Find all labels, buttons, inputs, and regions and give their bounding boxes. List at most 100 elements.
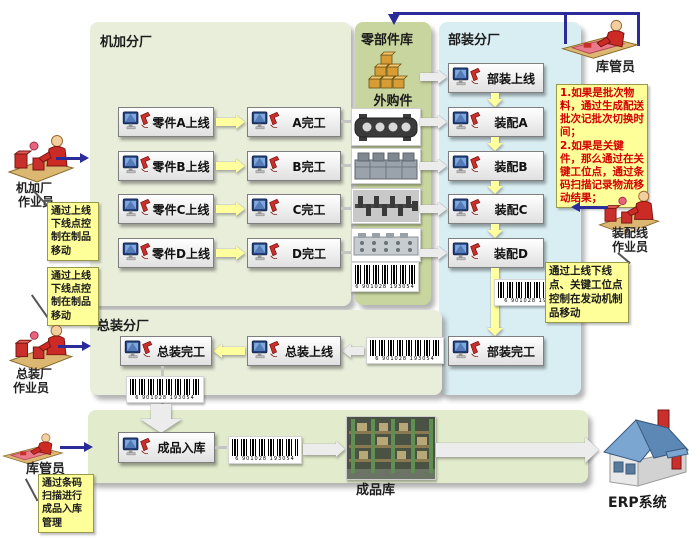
actor-label: 作业员 — [612, 240, 649, 254]
flow-arrow-down-icon — [487, 93, 503, 107]
purchased-parts-label: 外购件 — [373, 94, 413, 109]
flow-arrow-right-icon — [420, 202, 447, 216]
box-label: 零件D上线 — [152, 246, 210, 261]
barcode-stripes — [232, 439, 298, 456]
actor-label: 机加厂 — [16, 181, 53, 195]
box-final-online: 总装上线 — [247, 336, 341, 366]
actor-label: 作业员 — [13, 381, 50, 395]
actor-label: 总装厂 — [16, 367, 53, 381]
box-d-done: D完工 — [247, 238, 341, 268]
box-parts-b-online: 零件B上线 — [118, 151, 214, 181]
barcode-number: 6 901028 193054 — [135, 395, 195, 401]
connector — [341, 251, 352, 254]
box-label: D完工 — [292, 246, 326, 261]
actor-label: 库管员 — [596, 60, 636, 75]
actor-label: 装配线 — [612, 226, 649, 240]
terminal-scanner-icon — [251, 242, 281, 264]
flow-arrow-right-icon — [216, 246, 245, 260]
note-assembly: 通过上线下线点、关键工位点控制在发动机制品移动 — [545, 262, 629, 324]
box-label: 装配B — [494, 159, 528, 174]
barcode-number: 6 901028 193054 — [235, 456, 295, 462]
panel-title-parts-store: 零部件库 — [361, 33, 414, 48]
product-gasket-image — [351, 108, 421, 146]
box-parts-c-online: 零件C上线 — [118, 194, 214, 224]
box-subassembly-done: 部装完工 — [448, 336, 544, 366]
product-engine-block-image — [351, 148, 421, 184]
terminal-scanner-icon — [251, 198, 281, 220]
terminal-scanner-icon — [251, 340, 281, 362]
connector — [341, 164, 352, 167]
box-a-done: A完工 — [247, 107, 341, 137]
barcode-number: 6 901028 193054 — [375, 356, 435, 362]
purchased-parts-boxes-icon — [366, 48, 410, 90]
box-label: 总装完工 — [156, 344, 205, 359]
finished-store-photo — [346, 416, 436, 480]
box-assemble-a: 装配A — [448, 107, 544, 137]
box-c-done: C完工 — [247, 194, 341, 224]
barcode-finished: 6 901028 193054 — [228, 436, 302, 464]
connector — [341, 120, 352, 123]
box-label: 装配D — [494, 246, 528, 261]
assembly-operator-icon — [596, 188, 662, 236]
flow-arrow-down-icon — [487, 137, 503, 151]
connector — [341, 207, 352, 210]
box-parts-d-online: 零件D上线 — [118, 238, 214, 268]
terminal-scanner-icon — [251, 155, 281, 177]
barcode-parts: 6 901028 193054 — [351, 262, 419, 292]
note-pointer-line — [25, 478, 39, 502]
route-line-top — [393, 12, 639, 15]
terminal-scanner-icon — [122, 155, 152, 177]
box-label: C完工 — [292, 202, 326, 217]
box-label: 装配A — [494, 115, 528, 130]
flow-arrow-right-icon — [420, 246, 447, 260]
warehouse-racks-icon — [347, 417, 435, 479]
terminal-scanner-icon — [452, 111, 482, 133]
machining-operator-icon — [6, 132, 76, 184]
connector — [215, 446, 227, 449]
terminal-scanner-icon — [122, 436, 152, 459]
actor-label: 库管员 — [26, 462, 66, 477]
box-final-done: 总装完工 — [120, 336, 212, 366]
finished-store-label: 成品库 — [356, 483, 396, 498]
note-keeper-bottom: 通过条码扫描进行成品入库管理 — [38, 474, 94, 533]
barcode-stripes — [370, 340, 440, 356]
box-label: 零件B上线 — [152, 159, 210, 174]
flow-arrow-right-icon — [303, 441, 345, 458]
box-label: 总装上线 — [284, 344, 333, 359]
panel-title-final-assembly: 总装分厂 — [97, 319, 150, 334]
actor-arrow-right-icon — [56, 153, 89, 162]
flow-arrow-right-icon — [420, 159, 447, 173]
terminal-scanner-icon — [122, 111, 152, 133]
box-label: 装配C — [494, 202, 528, 217]
note-machining-1: 通过上线下线点控制在制品移动 — [47, 202, 99, 261]
terminal-scanner-icon — [452, 340, 482, 362]
flow-arrow-left-icon — [342, 344, 364, 358]
product-cylinder-head-image — [351, 228, 421, 262]
box-assemble-b: 装配B — [448, 151, 544, 181]
panel-title-machining: 机加分厂 — [100, 35, 153, 50]
terminal-scanner-icon — [124, 340, 154, 362]
terminal-scanner-icon — [452, 242, 482, 264]
flow-arrow-right-icon — [420, 115, 447, 129]
box-label: 零件A上线 — [152, 115, 210, 130]
terminal-scanner-icon — [122, 198, 152, 220]
barcode-stripes — [130, 379, 200, 395]
box-label: 部装上线 — [486, 71, 535, 86]
barcode-stripes — [355, 265, 415, 284]
final-operator-icon — [8, 322, 74, 372]
box-label: 成品入库 — [157, 441, 206, 455]
terminal-scanner-icon — [251, 111, 281, 133]
barcode-final-done: 6 901028 193054 — [126, 376, 204, 403]
cylinder-head-icon — [352, 229, 420, 261]
flow-arrow-right-icon — [216, 159, 245, 173]
box-label: 零件C上线 — [152, 202, 210, 217]
engine-block-icon — [352, 149, 420, 183]
actor-label: 作业员 — [18, 195, 55, 209]
flow-arrow-right-icon — [216, 202, 245, 216]
terminal-scanner-icon — [452, 67, 482, 89]
route-line-mid — [564, 12, 567, 44]
box-subassembly-online: 部装上线 — [448, 63, 544, 93]
keeper-bottom-icon — [2, 428, 64, 472]
actor-arrow-right-icon — [58, 341, 91, 350]
actor-arrow-right-icon — [60, 442, 93, 451]
